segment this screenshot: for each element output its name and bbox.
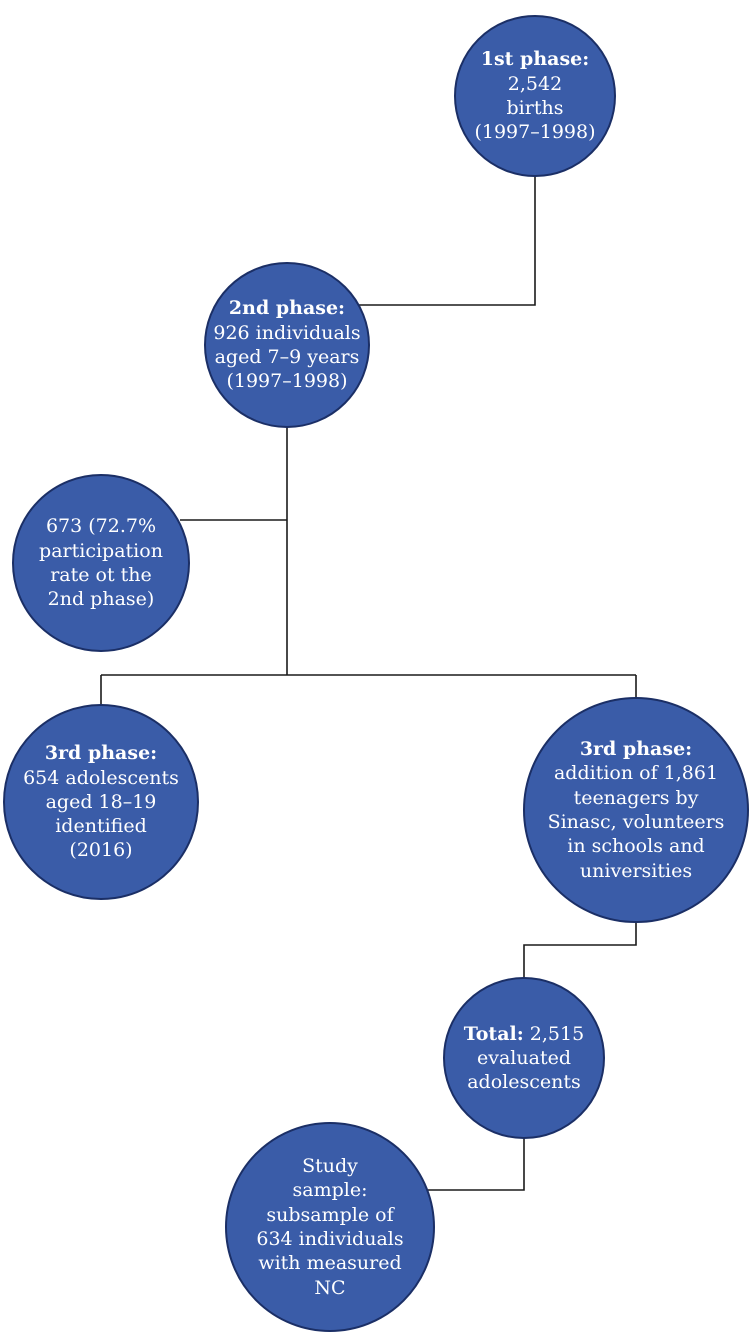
study-sample-line: NC — [314, 1276, 346, 1299]
total-count: 2,515 — [523, 1022, 585, 1045]
phase3-right-line: teenagers by — [573, 786, 699, 809]
study-sample-line: subsample of — [266, 1203, 394, 1226]
phase3-right-label: 3rd phase: addition of 1,861 teenagers b… — [524, 698, 748, 922]
phase1-line: (1997–1998) — [474, 121, 596, 144]
total-label: Total: 2,515 evaluated adolescents — [444, 978, 604, 1138]
connector-phase1-to-phase2 — [355, 172, 536, 306]
phase2-line: aged 7–9 years — [214, 346, 360, 368]
phase1-line: 2,542 — [507, 72, 563, 95]
connector-total-to-study — [400, 1138, 525, 1191]
phase1-node — [454, 15, 616, 177]
phase3-right-node — [523, 697, 749, 923]
phase3-right-line: universities — [579, 859, 693, 882]
study-sample-node — [225, 1122, 435, 1332]
phase3-left-line: (2016) — [69, 839, 133, 862]
study-sample-line: 634 individuals — [256, 1228, 404, 1250]
phase2-line: (1997–1998) — [226, 370, 348, 393]
participation-line: participation — [39, 539, 163, 562]
phase3-left-heading: 3rd phase: — [44, 742, 158, 765]
phase3-right-heading: 3rd phase: — [579, 738, 693, 761]
phase3-right-line: in schools and — [567, 835, 705, 858]
total-heading-line: Total: 2,515 — [464, 1022, 584, 1046]
phase2-line: 926 individuals — [213, 321, 361, 344]
phase1-line: births — [506, 97, 564, 119]
total-heading: Total: — [463, 1022, 524, 1045]
phase3-right-line: addition of 1,861 — [553, 762, 719, 785]
participation-node — [12, 474, 190, 652]
participation-label: 673 (72.7% participation rate ot the 2nd… — [13, 475, 189, 651]
phase3-left-node — [3, 704, 199, 900]
connector-phase3right-to-total — [523, 918, 637, 978]
study-sample-label: Study sample: subsample of 634 individua… — [226, 1123, 434, 1331]
total-node — [443, 977, 605, 1139]
phase3-right-line: Sinasc, volunteers — [547, 811, 725, 833]
phase2-node — [204, 262, 370, 428]
phase1-heading: 1st phase: — [480, 48, 590, 71]
participation-line: rate ot the — [50, 564, 152, 586]
phase2-label: 2nd phase: 926 individuals aged 7–9 year… — [205, 263, 369, 427]
phase3-left-line: aged 18–19 — [45, 790, 157, 813]
phase3-left-line: 654 adolescents — [23, 766, 179, 789]
phase1-label: 1st phase: 2,542 births (1997–1998) — [455, 16, 615, 176]
study-sample-line: sample: — [292, 1179, 368, 1202]
total-line: adolescents — [467, 1071, 581, 1094]
phase3-left-line: identified — [55, 815, 147, 838]
participation-line: 673 (72.7% — [45, 515, 157, 538]
phase3-left-label: 3rd phase: 654 adolescents aged 18–19 id… — [4, 705, 198, 899]
total-line: evaluated — [477, 1046, 571, 1069]
phase2-heading: 2nd phase: — [228, 297, 346, 320]
study-sample-line: Study — [302, 1155, 358, 1178]
participation-line: 2nd phase) — [47, 588, 155, 611]
study-sample-line: with measured — [258, 1252, 402, 1275]
